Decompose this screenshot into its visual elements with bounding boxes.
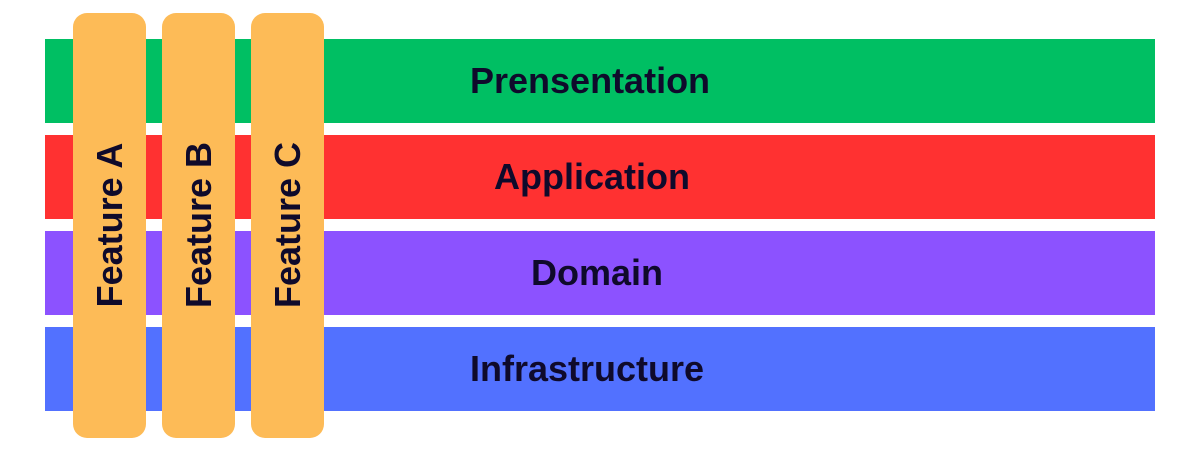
feature-label-b: Feature B [177,141,219,309]
feature-label-a: Feature A [88,142,130,308]
feature-label-c: Feature C [266,141,308,309]
feature-column-c: Feature C [251,13,324,438]
layer-label-presentation: Prensentation [470,60,711,101]
layer-label-domain: Domain [531,252,664,293]
layer-label-application: Application [494,156,690,197]
feature-column-a: Feature A [73,13,146,438]
feature-column-b: Feature B [162,13,235,438]
layer-label-infrastructure: Infrastructure [470,348,705,389]
